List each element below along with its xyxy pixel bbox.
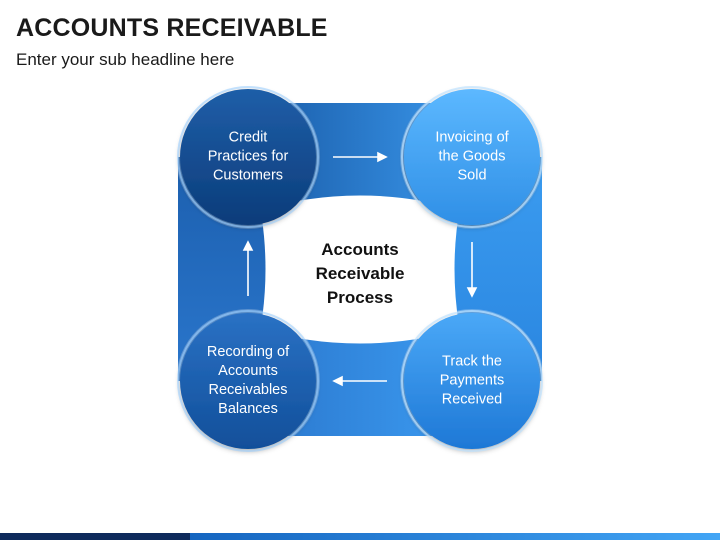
footer-bar-dark	[0, 533, 190, 540]
arrow-up-icon	[242, 240, 254, 296]
node-credit-practices	[176, 85, 320, 229]
node-label-track-payments: Track the Payments Received	[439, 353, 505, 408]
page-title: ACCOUNTS RECEIVABLE	[16, 14, 328, 42]
node-recording-balances	[176, 309, 320, 453]
node-invoicing	[400, 85, 544, 229]
arrow-down-icon	[466, 242, 478, 298]
node-label-recording-balances: Recording of Accounts Receivables Balanc…	[206, 344, 290, 417]
node-label-credit-practices: Credit Practices for Customers	[207, 129, 289, 184]
center-label: Accounts Receivable Process	[315, 240, 405, 307]
footer-bar-light	[190, 533, 720, 540]
page-subtitle: Enter your sub headline here	[16, 50, 235, 69]
arrow-right-icon	[333, 151, 388, 163]
node-track-payments	[400, 309, 544, 453]
footer-bar	[0, 533, 720, 540]
arrow-left-icon	[332, 375, 387, 387]
node-label-invoicing: Invoicing of the Goods Sold	[435, 129, 509, 184]
